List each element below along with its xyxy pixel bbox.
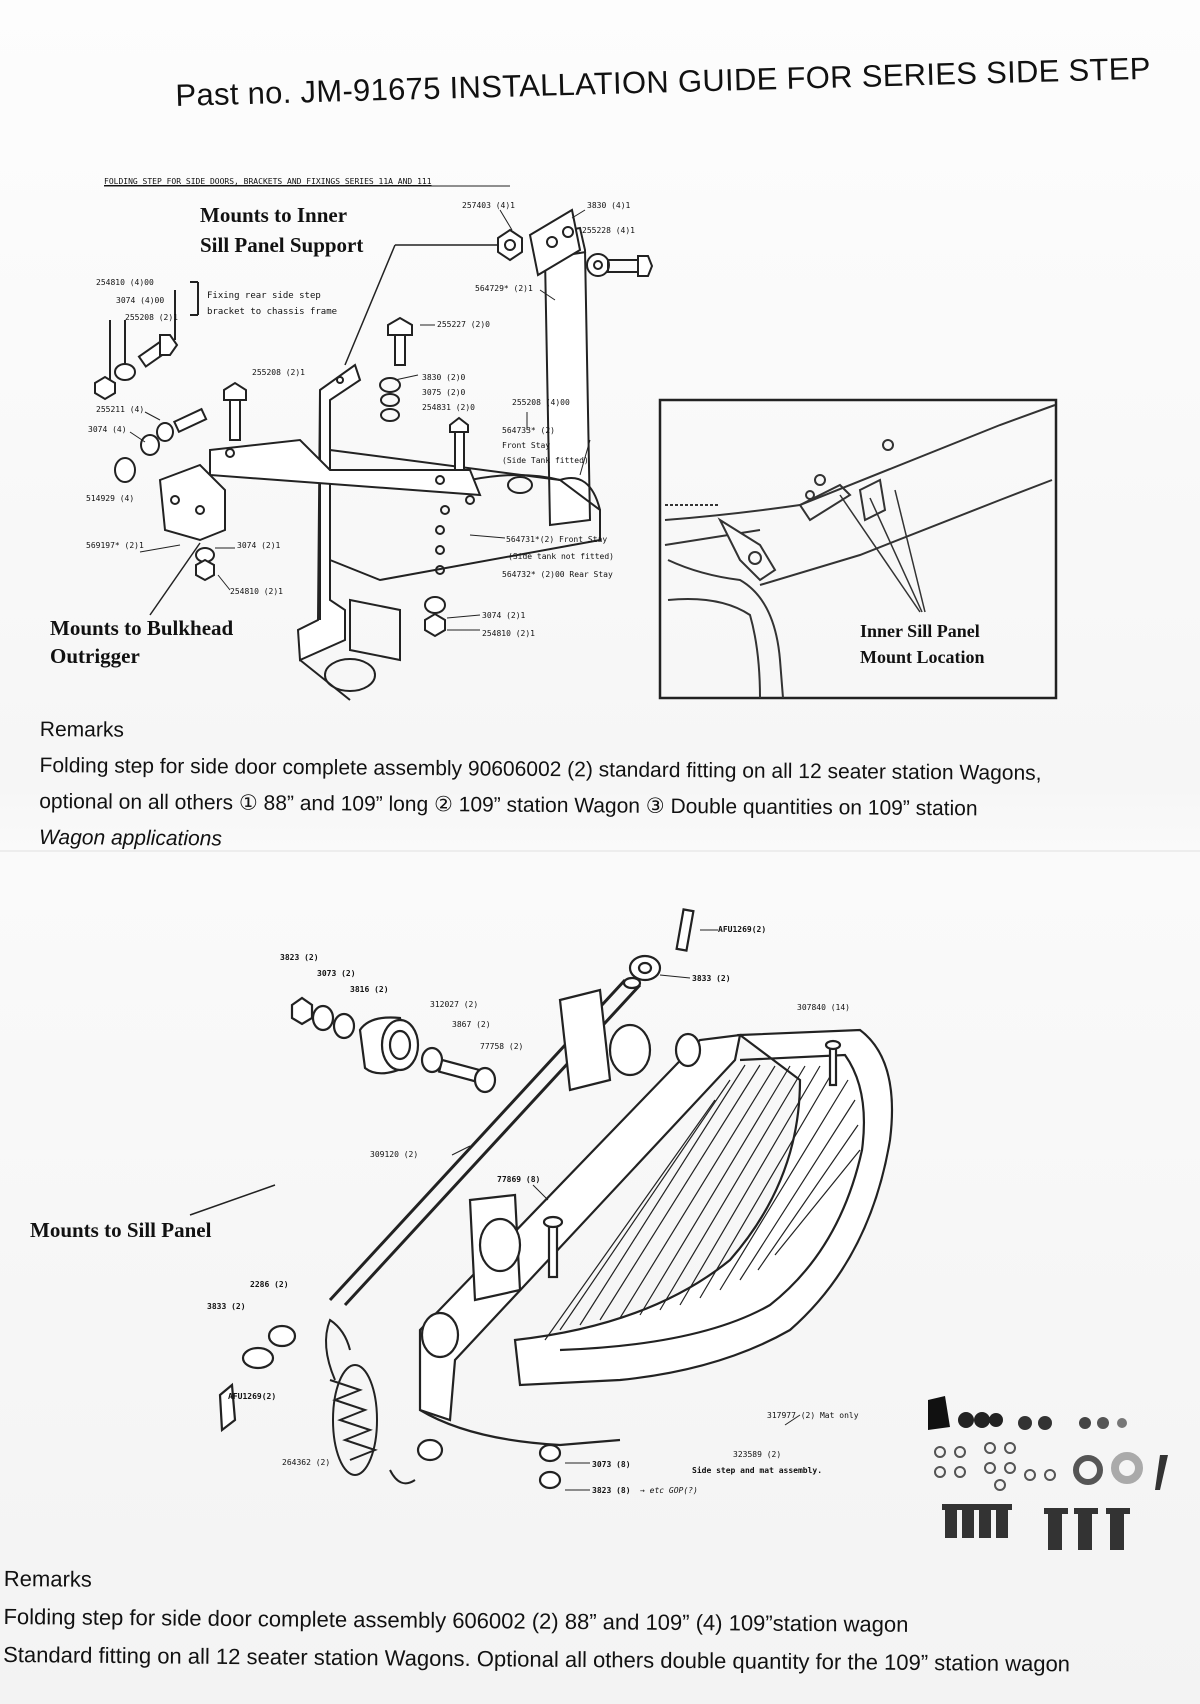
diagram-caption: FOLDING STEP FOR SIDE DOORS, BRACKETS AN… <box>104 177 432 186</box>
remarks-section-2: Remarks Folding step for side door compl… <box>3 1560 1071 1683</box>
part-label: 255211 (4) <box>96 405 145 414</box>
label-bulkhead-outrigger: Mounts to Bulkhead Outrigger <box>50 614 233 670</box>
part-label: 264362 (2) <box>282 1458 331 1467</box>
part-label: 3073 (2) <box>317 969 356 978</box>
part-label: 307840 (14) <box>797 1003 850 1012</box>
label-bulkhead-line1: Mounts to Bulkhead <box>50 616 234 640</box>
part-label: 3073 (8) <box>592 1460 631 1469</box>
label-inner-sill-support-line1: Mounts to Inner <box>200 203 348 227</box>
paper-fold-line <box>0 850 1200 852</box>
part-label: 3074 (4) <box>88 425 127 434</box>
label-bulkhead-line2: Outrigger <box>50 644 140 668</box>
part-label: 564731*(2) Front Stay <box>506 535 608 544</box>
part-label: 564732* (2)00 Rear Stay <box>502 570 613 579</box>
part-label: 254810 (2)1 <box>482 629 535 638</box>
part-label: 254810 (4)00 <box>96 278 154 287</box>
part-label: 255227 (2)0 <box>437 320 490 329</box>
part-label: 312027 (2) <box>430 1000 479 1009</box>
inset-label-line1: Inner Sill Panel <box>860 621 980 641</box>
part-label: 564733* (2) <box>502 426 555 435</box>
part-label: AFU1269(2) <box>718 925 767 934</box>
part-label: 569197* (2)1 <box>86 541 144 550</box>
part-label: 257403 (4)1 <box>462 201 515 210</box>
part-label: 514929 (4) <box>86 494 135 503</box>
part-label: 3823 (2) <box>280 953 319 962</box>
fixing-note: Fixing rear side step bracket to chassis… <box>207 288 337 320</box>
part-label: 77869 (8) <box>497 1175 541 1184</box>
label-inner-sill-support: Mounts to Inner Sill Panel Support <box>200 200 363 260</box>
part-label: Front Stay <box>502 441 551 450</box>
fixing-note-line1: Fixing rear side step <box>207 291 321 301</box>
part-label: 255208 (2)1 <box>252 368 305 377</box>
part-label: (Side Tank fitted) <box>502 456 589 465</box>
part-label: AFU1269(2) <box>228 1392 277 1401</box>
part-label: 317977 (2) Mat only <box>767 1411 859 1420</box>
inset-label: Inner Sill Panel Mount Location <box>860 618 985 670</box>
part-label: 254810 (2)1 <box>230 587 283 596</box>
part-label: 255228 (4)1 <box>582 226 635 235</box>
hardware-kit-illustration <box>928 1396 1168 1550</box>
part-label: 3867 (2) <box>452 1020 491 1029</box>
part-label: Side step and mat assembly. <box>692 1466 823 1475</box>
part-label: 564729* (2)1 <box>475 284 533 293</box>
part-label: 309120 (2) <box>370 1150 419 1159</box>
part-label: 254831 (2)0 <box>422 403 475 412</box>
part-label: 3823 (8) <box>592 1486 631 1495</box>
part-label: 255208 (2)1 <box>125 313 178 322</box>
part-label: 3816 (2) <box>350 985 389 994</box>
part-label: 2286 (2) <box>250 1280 289 1289</box>
part-label: 3074 (2)1 <box>237 541 281 550</box>
part-label: 3074 (4)00 <box>116 296 165 305</box>
part-label: 77758 (2) <box>480 1042 524 1051</box>
part-label: 3075 (2)0 <box>422 388 466 397</box>
part-label: 323589 (2) <box>733 1450 782 1459</box>
label-sill-panel: Mounts to Sill Panel <box>30 1218 212 1242</box>
part-label: (Side tank not fitted) <box>508 552 614 561</box>
handwritten-note: → etc GOP(?) <box>640 1486 698 1495</box>
fixing-note-line2: bracket to chassis frame <box>207 307 338 317</box>
part-label: 3830 (4)1 <box>587 201 631 210</box>
label-inner-sill-support-line2: Sill Panel Support <box>200 233 364 257</box>
part-label: 3833 (2) <box>207 1302 246 1311</box>
part-label: 3830 (2)0 <box>422 373 466 382</box>
part-label: 3833 (2) <box>692 974 731 983</box>
part-label: 255208 (4)00 <box>512 398 570 407</box>
inset-label-line2: Mount Location <box>860 647 985 667</box>
part-label: 3074 (2)1 <box>482 611 526 620</box>
